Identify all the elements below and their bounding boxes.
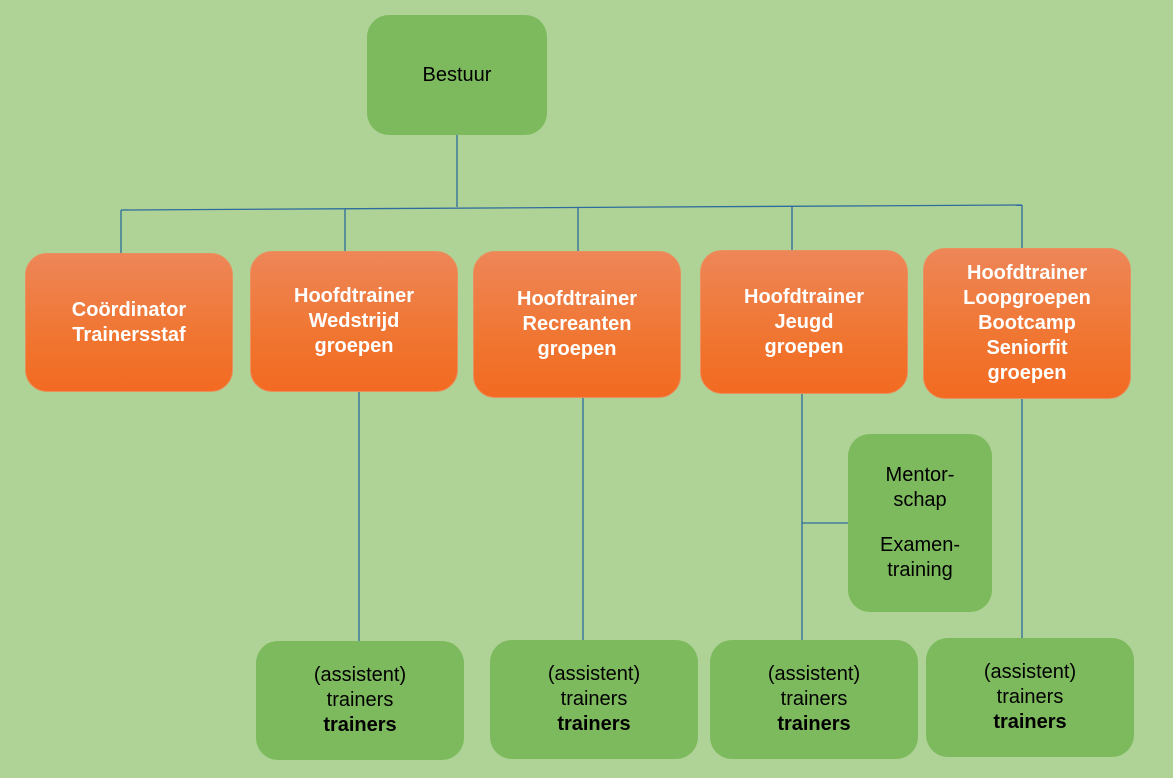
node-label-line: groepen — [537, 338, 617, 360]
node-bestuur-label: Bestuur — [422, 63, 492, 86]
node-trainers-loopgroepen: (assistent) trainers trainers — [926, 638, 1134, 757]
node-label-line: Bootcamp — [978, 312, 1076, 334]
node-label-line: Seniorfit — [986, 337, 1068, 359]
node-label-line: Recreanten — [522, 313, 632, 335]
node-label-line: schap — [893, 489, 947, 511]
node-hoofdtrainer-wedstrijd: Hoofdtrainer Wedstrijd groepen — [250, 251, 458, 392]
node-mentorschap: Mentor- schap Examen- training — [848, 434, 992, 612]
node-label-line: Hoofdtrainer — [294, 285, 414, 307]
node-label-line: (assistent) — [767, 663, 861, 685]
node-trainers-recreanten: (assistent) trainers trainers — [490, 640, 698, 759]
node-label-line: groepen — [314, 335, 394, 357]
node-hoofdtrainer-recreanten: Hoofdtrainer Recreanten groepen — [473, 251, 681, 398]
node-coordinator: Coördinator Trainersstaf — [25, 253, 233, 392]
node-label-line: Coördinator — [71, 298, 187, 321]
node-label-line: groepen — [764, 335, 844, 358]
node-hoofdtrainer-jeugd: Hoofdtrainer Jeugd groepen — [700, 250, 908, 394]
node-label-line: (assistent) — [983, 661, 1077, 683]
node-label-line: trainers — [777, 713, 851, 735]
node-label-line: Wedstrijd — [308, 310, 400, 332]
node-label-line: trainers — [560, 688, 628, 710]
node-label-line: trainers — [323, 714, 397, 736]
node-label-line: Jeugd — [774, 310, 834, 333]
node-label-line: (assistent) — [313, 664, 407, 686]
node-label-line: Hoofdtrainer — [967, 262, 1087, 284]
node-label-line: trainers — [326, 689, 394, 711]
node-trainers-wedstrijd: (assistent) trainers trainers — [256, 641, 464, 760]
node-label-line: trainers — [557, 713, 631, 735]
node-label-line: trainers — [993, 711, 1067, 733]
node-label-line: (assistent) — [547, 663, 641, 685]
node-bestuur: Bestuur — [367, 15, 547, 135]
node-label-line: Mentor- — [885, 464, 955, 486]
node-label-line: Trainersstaf — [72, 323, 186, 346]
node-label-line: Loopgroepen — [963, 287, 1091, 309]
node-label-line: groepen — [987, 362, 1067, 384]
node-label-line: Examen- — [879, 534, 961, 556]
node-label-line: trainers — [996, 686, 1064, 708]
node-trainers-jeugd: (assistent) trainers trainers — [710, 640, 918, 759]
node-label-line: Hoofdtrainer — [517, 288, 637, 310]
node-label-line: training — [887, 559, 953, 581]
node-hoofdtrainer-loopgroepen: Hoofdtrainer Loopgroepen Bootcamp Senior… — [923, 248, 1131, 399]
node-label-line: trainers — [780, 688, 848, 710]
node-label-line: Hoofdtrainer — [744, 285, 864, 308]
